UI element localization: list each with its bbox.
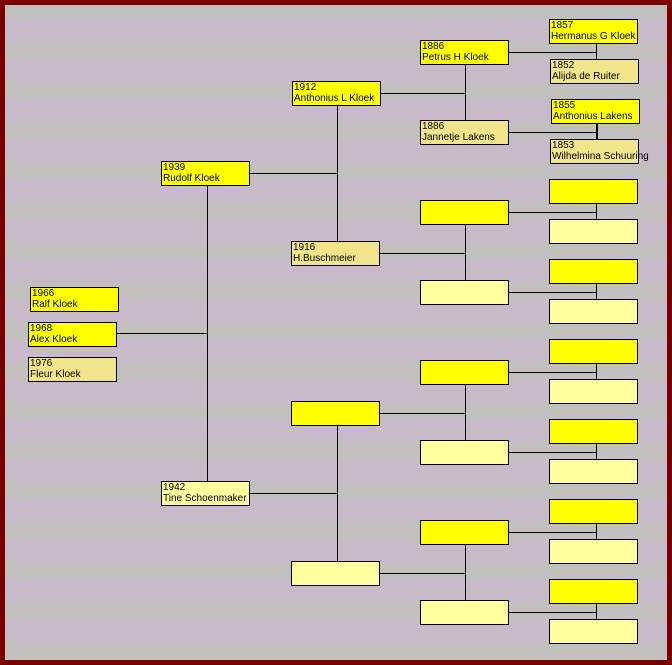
empty-person-box[interactable] <box>549 539 638 564</box>
connector-line <box>596 524 597 539</box>
empty-person-box[interactable] <box>420 440 509 465</box>
person-year: 1852 <box>552 60 575 71</box>
connector-line <box>596 284 597 299</box>
person-name: Alijda de Ruiter <box>552 71 620 82</box>
connector-line <box>207 186 208 481</box>
person-year: 1853 <box>552 140 575 151</box>
connector-line <box>249 493 337 494</box>
connector-line <box>249 173 337 174</box>
empty-person-box[interactable] <box>549 379 638 404</box>
connector-line <box>465 545 466 600</box>
connector-line <box>596 604 597 619</box>
connector-line <box>508 52 596 53</box>
person-name: Rudolf Kloek <box>163 173 220 184</box>
person-name: Ralf Kloek <box>32 299 78 310</box>
connector-line <box>508 212 596 213</box>
person-year: 1886 <box>422 41 445 52</box>
connector-line <box>596 124 597 139</box>
person-year: 1942 <box>163 482 186 493</box>
person-name: Petrus H Kloek <box>422 52 489 63</box>
empty-person-box[interactable] <box>291 401 380 426</box>
connector-line <box>117 333 207 334</box>
connector-line <box>508 292 596 293</box>
empty-person-box[interactable] <box>549 219 638 244</box>
connector-line <box>465 385 466 440</box>
person-name: Alex Kloek <box>30 334 78 345</box>
empty-person-box[interactable] <box>549 339 638 364</box>
connector-line <box>508 372 596 373</box>
person-name: Anthonius Lakens <box>553 111 633 122</box>
empty-person-box[interactable] <box>549 419 638 444</box>
connector-line <box>337 426 338 561</box>
connector-line <box>379 413 465 414</box>
connector-line <box>380 93 465 94</box>
connector-line <box>508 132 596 133</box>
person-year: 1939 <box>163 162 186 173</box>
person-year: 1976 <box>30 358 53 369</box>
empty-person-box[interactable] <box>420 280 509 305</box>
connector-line <box>465 65 466 120</box>
person-year: 1857 <box>551 20 574 31</box>
empty-person-box[interactable] <box>420 520 509 545</box>
person-year: 1966 <box>32 288 55 299</box>
connector-line <box>597 124 598 139</box>
empty-person-box[interactable] <box>291 561 380 586</box>
empty-person-box[interactable] <box>549 499 638 524</box>
empty-person-box[interactable] <box>549 579 638 604</box>
empty-person-box[interactable] <box>549 619 638 644</box>
connector-line <box>508 532 596 533</box>
empty-person-box[interactable] <box>420 360 509 385</box>
connector-line <box>596 444 597 459</box>
connector-line <box>508 612 596 613</box>
connector-line <box>379 253 465 254</box>
empty-person-box[interactable] <box>549 179 638 204</box>
person-name: Jannetje Lakens <box>422 132 495 143</box>
empty-person-box[interactable] <box>549 259 638 284</box>
person-name: Tine Schoenmaker <box>163 493 247 504</box>
connector-line <box>596 204 597 219</box>
person-name: Anthonius L Kloek <box>294 93 375 104</box>
empty-person-box[interactable] <box>420 200 509 225</box>
connector-line <box>337 106 338 241</box>
person-year: 1855 <box>553 100 576 111</box>
person-name: Fleur Kloek <box>30 369 81 380</box>
connector-line <box>596 44 597 59</box>
person-name: H.Buschmeier <box>293 253 356 264</box>
person-year: 1916 <box>293 242 316 253</box>
person-year: 1968 <box>30 323 53 334</box>
person-year: 1886 <box>422 121 445 132</box>
person-name: Hermanus G Kloek <box>551 31 636 42</box>
empty-person-box[interactable] <box>549 299 638 324</box>
empty-person-box[interactable] <box>420 600 509 625</box>
connector-line <box>596 364 597 379</box>
connector-line <box>508 452 596 453</box>
connector-line <box>379 573 465 574</box>
person-name: Wilhelmina Schuuring <box>552 151 649 162</box>
connector-line <box>465 225 466 280</box>
person-year: 1912 <box>294 82 317 93</box>
empty-person-box[interactable] <box>549 459 638 484</box>
